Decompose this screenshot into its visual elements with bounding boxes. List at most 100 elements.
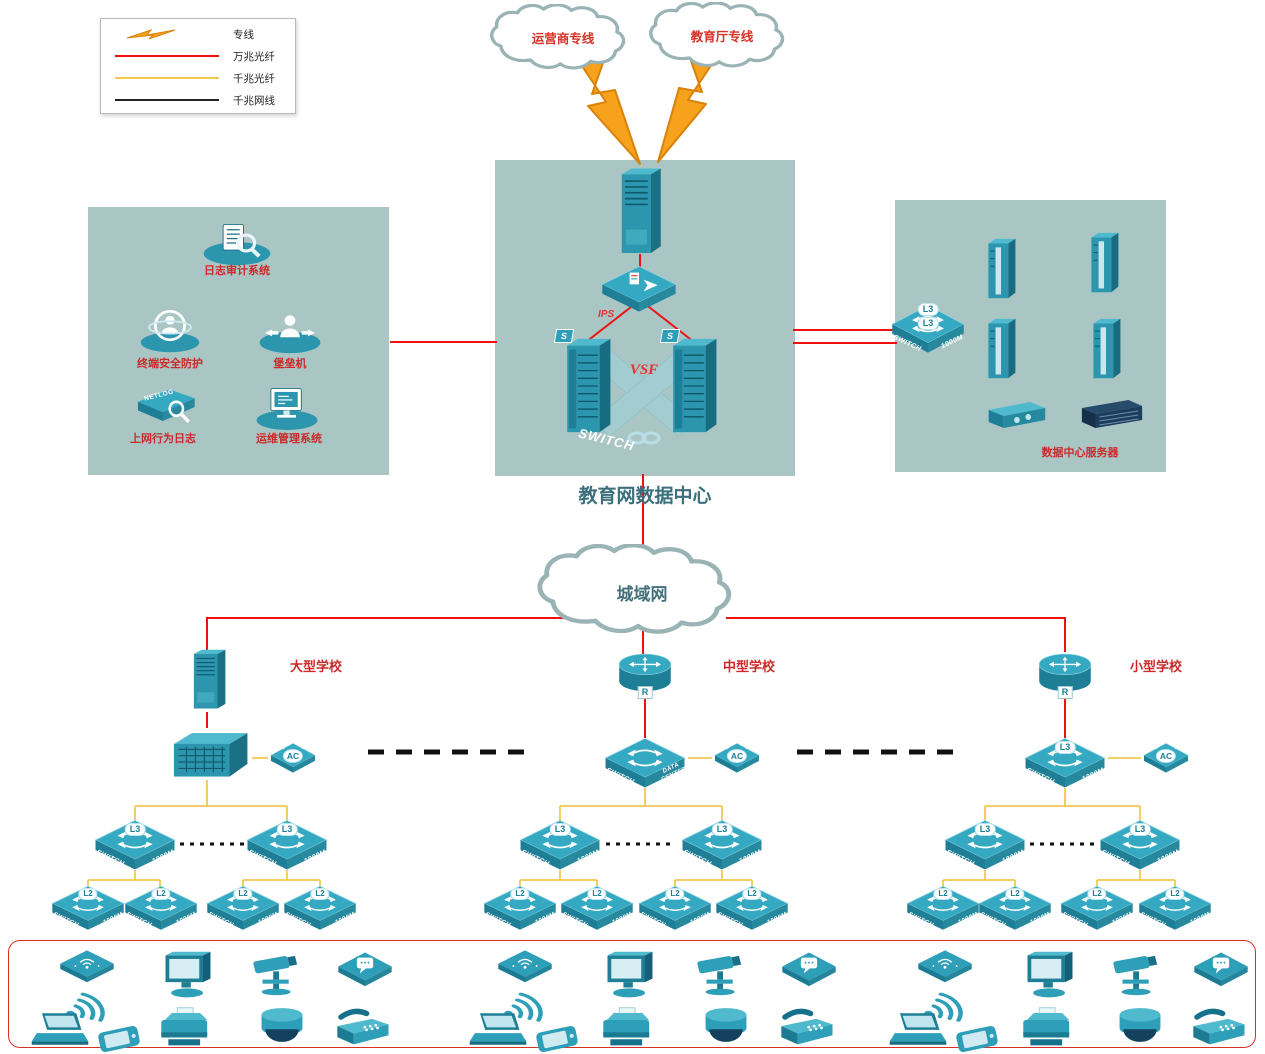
vsf-label: VSF: [629, 362, 659, 378]
legend-row: 专线: [111, 26, 254, 42]
l3-badge: L3: [276, 823, 298, 836]
dome-camera-icon: [256, 1003, 308, 1047]
black-line-icon: [115, 99, 219, 101]
l2-switch: L2 SWITCH 1000M: [50, 884, 126, 932]
edu-cloud: 教育厅专线: [646, 2, 798, 72]
router-icon: R: [1036, 652, 1094, 699]
l2-switch: L2 SWITCH 1000M: [482, 884, 558, 932]
l2-badge: L2: [742, 888, 762, 900]
man-cloud: 城域网: [533, 544, 751, 640]
datacenter-core-switch: SWITCH DATA CENTER: [603, 736, 687, 790]
l2-badge: L2: [151, 888, 171, 900]
lightning-bolt: [657, 57, 717, 163]
l2-badge: L2: [665, 888, 685, 900]
school-server-icon: [186, 648, 228, 712]
l3-badge: L3: [711, 823, 733, 836]
telephone-icon: [330, 1008, 394, 1048]
l3-badge: L3: [1129, 823, 1151, 836]
l2-badge: L2: [1005, 888, 1025, 900]
l2-badge: L2: [587, 888, 607, 900]
school-name: 大型学校: [290, 659, 343, 674]
printer-icon: [598, 1006, 658, 1048]
legend-label: 专线: [233, 29, 254, 41]
carrier-cloud: 运营商专线: [487, 4, 639, 74]
router-badge: R: [637, 686, 653, 699]
endpoint-security-icon: [138, 306, 202, 354]
l2-badge: L2: [310, 888, 330, 900]
desktop-icon: [1020, 950, 1080, 1000]
l2-badge: L2: [933, 888, 953, 900]
desktop-icon: [158, 950, 218, 1000]
lightning-icon: [126, 28, 176, 40]
l3-switch: L3 SWITCH 1000M: [245, 818, 329, 872]
legend-label: 千兆网线: [233, 95, 275, 107]
legend-row: 千兆光纤: [111, 70, 275, 86]
school-name: 小型学校: [1130, 659, 1183, 674]
rack-server-icon: [983, 316, 1019, 382]
rack-server-icon: [1088, 316, 1124, 382]
legend-label: 千兆光纤: [233, 73, 275, 85]
l3-badge: L3: [917, 303, 939, 316]
l2-badge: L2: [1087, 888, 1107, 900]
rack-server-icon: [983, 236, 1019, 302]
l3-badge: L3: [549, 823, 571, 836]
ops-mgmt-label: 运维管理系统: [256, 433, 322, 445]
printer-icon: [156, 1006, 216, 1048]
gig-fiber-lines: [87, 757, 1176, 890]
legend-row: 千兆网线: [111, 92, 275, 108]
endpoint-security-label: 终端安全防护: [137, 358, 203, 370]
laptop-icon: [30, 1010, 90, 1048]
l2-badge: L2: [1165, 888, 1185, 900]
carrier-cloud-label: 运营商专线: [531, 32, 595, 46]
s-flag: S: [553, 329, 575, 343]
telephone-icon: [1186, 1008, 1250, 1048]
wireless-controller: AC: [268, 740, 318, 776]
log-audit-icon: [200, 220, 274, 266]
ops-mgmt-icon: [253, 384, 321, 430]
wlan-ap-icon: [496, 948, 554, 984]
blade-chassis-icon: [1078, 396, 1146, 432]
log-audit-label: 日志审计系统: [204, 265, 270, 277]
dome-camera-icon: [700, 1003, 752, 1047]
core-chassis-switch-icon: [165, 724, 251, 782]
bastion-host-icon: [256, 310, 324, 354]
wlan-ap-icon: [58, 948, 116, 984]
dome-camera-icon: [1114, 1003, 1166, 1047]
lightning-bolt: [577, 59, 641, 165]
l2-switch: L2 SWITCH 1000M: [559, 884, 635, 932]
l2-switch: L2 SWITCH 1000M: [637, 884, 713, 932]
l2-switch: L2 SWITCH 1000M: [714, 884, 790, 932]
s-flag: S: [659, 329, 681, 343]
l2-badge: L2: [78, 888, 98, 900]
desktop-icon: [600, 950, 660, 1000]
wireless-controller: AC: [712, 740, 762, 776]
ptz-camera-icon: [692, 950, 754, 996]
ptz-camera-icon: [1108, 950, 1170, 996]
printer-icon: [1018, 1006, 1078, 1048]
gig-copper-lines: [180, 749, 1094, 846]
l2-switch: L2 SWITCH 1000M: [205, 884, 281, 932]
edu-cloud-label: 教育厅专线: [690, 30, 754, 44]
legend-label: 万兆光纤: [233, 51, 275, 63]
l2-badge: L2: [510, 888, 530, 900]
l3-switch: L3 SWITCH 1000M: [680, 818, 764, 872]
telephone-icon: [774, 1008, 838, 1048]
rack-server-icon: [1086, 230, 1122, 296]
server-farm-label: 数据中心服务器: [1041, 447, 1119, 459]
router-badge: R: [1057, 686, 1073, 699]
farm-switch: L3 L3 SWITCH 1000M: [890, 303, 966, 355]
voice-icon: [780, 950, 838, 988]
school-name: 中型学校: [723, 659, 776, 674]
datacenter-title: 教育网数据中心: [578, 486, 712, 507]
ips-device-icon: IPS: [598, 264, 678, 320]
legend: 专线 万兆光纤 千兆光纤 千兆网线: [100, 18, 296, 114]
netlog-label: 上网行为日志: [130, 433, 196, 445]
l3-badge: L3: [1054, 741, 1076, 754]
wireless-controller: AC: [1141, 740, 1191, 776]
voice-icon: [1192, 950, 1250, 988]
l2-switch: L2 SWITCH 1000M: [1137, 884, 1213, 932]
core-server-icon: S: [553, 329, 614, 436]
ips-label: IPS: [598, 309, 615, 320]
